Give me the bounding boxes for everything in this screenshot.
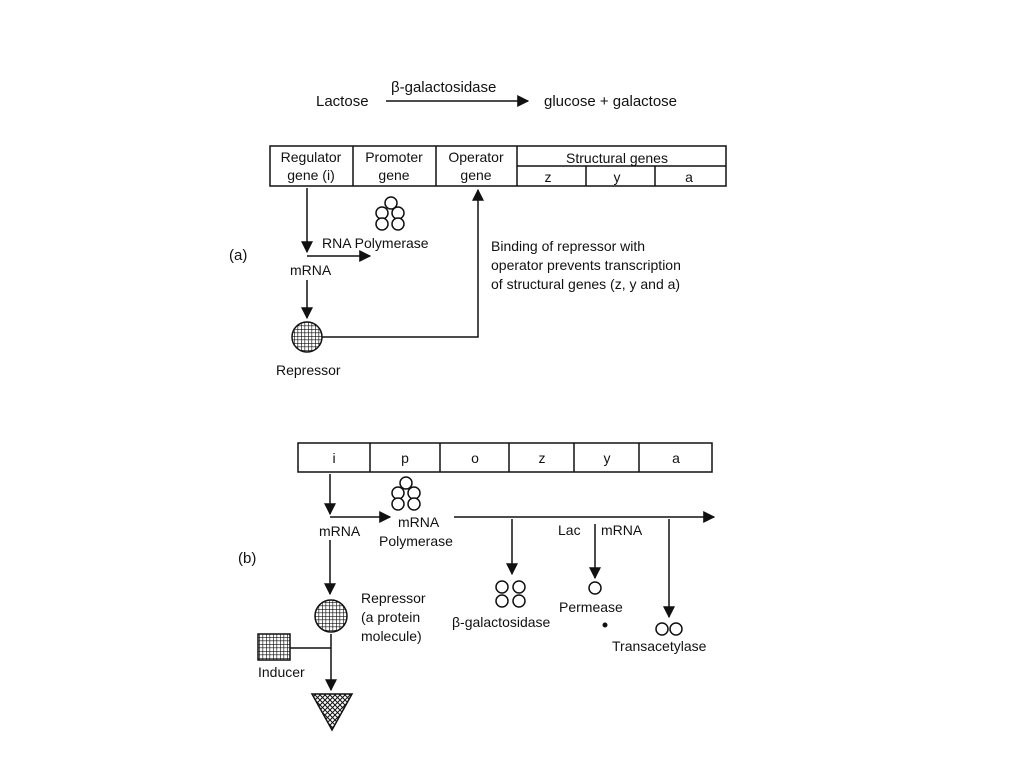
reaction-enzyme: β-galactosidase (391, 79, 496, 96)
panel-a-mrna-label: mRNA (290, 262, 332, 278)
repressor-note-line3: of structural genes (z, y and a) (491, 276, 680, 292)
transacetylase-icon (655, 622, 683, 636)
rna-polymerase-icon (375, 196, 405, 231)
gene-o: o (471, 450, 479, 466)
repressor-b-label-2: (a protein (361, 609, 420, 625)
panel-b: (b) i p o z y a mRNA mRNA P (238, 442, 716, 732)
operator-gene-label-2: gene (460, 167, 491, 183)
beta-galactosidase-icon (495, 580, 526, 608)
lac-label: Lac (558, 522, 581, 538)
panel-b-gene-row: i p o z y a (297, 442, 713, 473)
regulator-gene-label-2: gene (i) (287, 167, 334, 183)
promoter-gene-label-2: gene (378, 167, 409, 183)
transacetylase-label: Transacetylase (612, 638, 707, 654)
repressor-b-label-1: Repressor (361, 590, 426, 606)
repressor-icon (291, 321, 323, 353)
permease-label: Permease (559, 599, 623, 615)
structural-genes-header: Structural genes (566, 150, 668, 166)
rna-polymerase-label: RNA Polymerase (322, 235, 429, 251)
reaction-substrate: Lactose (316, 93, 369, 110)
gene-z: z (539, 450, 546, 466)
panel-a-gene-block: Regulator gene (i) Promoter gene Operato… (269, 145, 727, 187)
panel-a-label: (a) (229, 247, 247, 264)
repressor-note-line1: Binding of repressor with (491, 238, 645, 254)
gene-p: p (401, 450, 409, 466)
mrna-polymerase-label-2: Polymerase (379, 533, 453, 549)
panel-a: (a) Regulator gene (i) Promoter gene Ope… (229, 145, 727, 378)
stray-dot (602, 622, 608, 628)
repressor-protein-icon (314, 599, 348, 633)
repressor-b-label-3: molecule) (361, 628, 422, 644)
structural-gene-y: y (614, 169, 621, 185)
permease-icon (588, 581, 602, 595)
regulator-gene-label: Regulator (281, 149, 342, 165)
inducer-label: Inducer (258, 664, 305, 680)
panel-b-mrna-left: mRNA (319, 523, 361, 539)
repressor-note-line2: operator prevents transcription (491, 257, 681, 273)
beta-galactosidase-label: β-galactosidase (452, 614, 551, 630)
repressor-to-operator-arrow (322, 188, 484, 338)
gene-i: i (332, 450, 335, 466)
gene-a: a (672, 450, 680, 466)
mrna-polymerase-icon (391, 476, 421, 511)
reaction-products: glucose + galactose (544, 93, 677, 110)
gene-row-outline (297, 442, 713, 473)
structural-gene-z: z (545, 169, 552, 185)
panel-b-label: (b) (238, 550, 256, 567)
lac-mrna-label: mRNA (601, 522, 643, 538)
gene-y: y (604, 450, 611, 466)
structural-gene-a: a (685, 169, 693, 185)
inactive-repressor-complex-icon (310, 693, 354, 732)
operator-gene-label: Operator (448, 149, 504, 165)
lactose-reaction: Lactose β-galactosidase glucose + galact… (316, 79, 677, 110)
mrna-polymerase-label: mRNA (398, 514, 440, 530)
inducer-icon (257, 633, 291, 661)
panel-a-repressor-label: Repressor (276, 362, 341, 378)
promoter-gene-label: Promoter (365, 149, 423, 165)
